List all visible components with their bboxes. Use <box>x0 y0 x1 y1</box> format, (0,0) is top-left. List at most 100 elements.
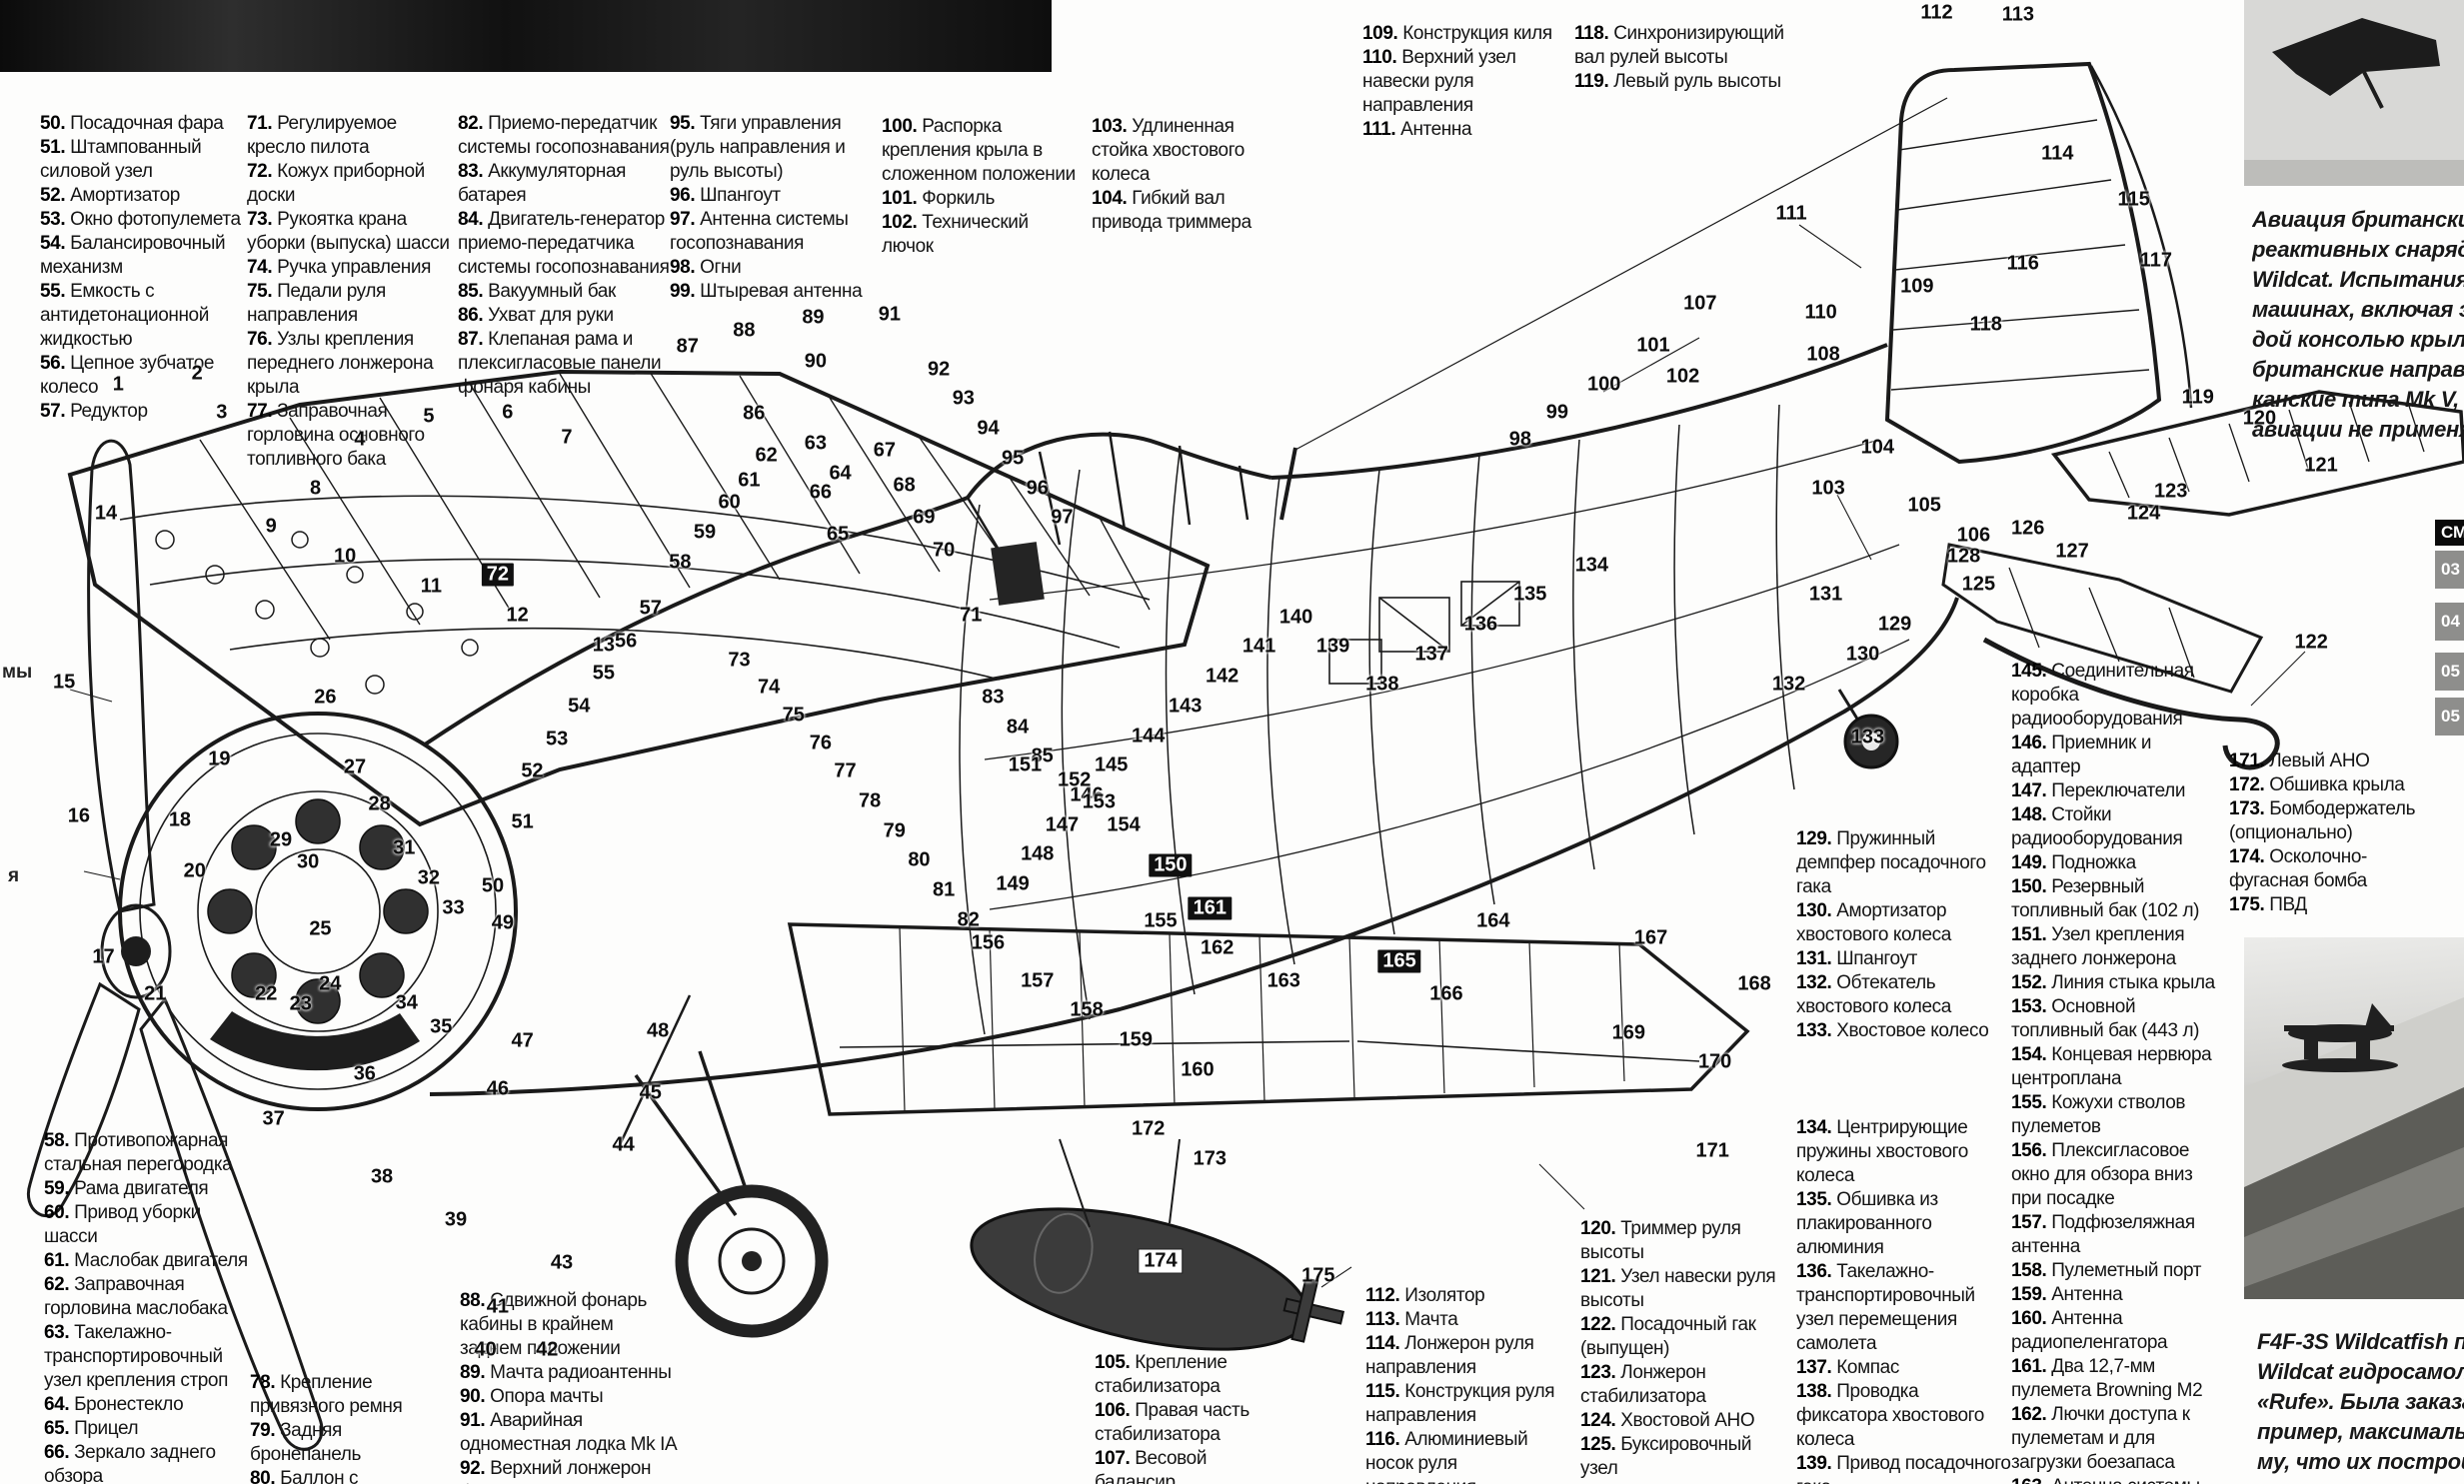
callout-101: 101 <box>1636 334 1670 357</box>
callout-93: 93 <box>952 387 975 410</box>
callout-112: 112 <box>1920 1 1953 24</box>
caption-right-top-line: дой консолью крыла. В <box>2252 327 2464 352</box>
part-item-135: 135. Обшивка из плакированного алюминия <box>1796 1189 1938 1258</box>
callout-18: 18 <box>168 808 192 831</box>
edge-fragment-0: мы <box>2 662 33 683</box>
callout-91: 91 <box>878 303 901 326</box>
parts-list-145-170: 145. Соединительная коробка радиооборудо… <box>2011 660 2216 1484</box>
see-also-tab[interactable]: СМ <box>2435 520 2464 546</box>
part-item-58: 58. Противопожарная стальная перегородка <box>44 1130 233 1175</box>
callout-8: 8 <box>309 477 322 500</box>
callout-138: 138 <box>1365 673 1399 696</box>
edge-fragment-1: я <box>8 865 20 886</box>
part-item-83: 83. Аккумуляторная батарея <box>458 161 626 206</box>
part-item-163: 163. Антенна системы госопознавания <box>2011 1475 2216 1484</box>
callout-26: 26 <box>314 686 337 709</box>
callout-155: 155 <box>1144 909 1178 932</box>
callout-5: 5 <box>423 405 435 428</box>
callout-141: 141 <box>1241 635 1276 658</box>
page-tab-05-3[interactable]: 05 <box>2435 698 2464 736</box>
callout-37: 37 <box>262 1107 285 1130</box>
callout-21: 21 <box>144 982 167 1005</box>
part-item-106: 106. Правая часть стабилизатора <box>1095 1400 1249 1445</box>
page-tab-05-2[interactable]: 05 <box>2435 653 2464 691</box>
part-item-82: 82. Приемо-передатчик системы госопознав… <box>458 113 670 158</box>
part-item-156: 156. Плексигласовое окно для обзора вниз… <box>2011 1140 2193 1209</box>
callout-149: 149 <box>996 872 1030 895</box>
part-item-155: 155. Кожухи стволов пулеметов <box>2011 1092 2186 1137</box>
part-item-74: 74. Ручка управления <box>247 257 431 278</box>
callout-41: 41 <box>486 1295 510 1318</box>
callout-106: 106 <box>1956 524 1991 547</box>
part-item-154: 154. Концевая нервюра центроплана <box>2011 1044 2212 1089</box>
part-item-114: 114. Лонжерон руля направления <box>1365 1333 1534 1378</box>
callout-95: 95 <box>1001 447 1025 470</box>
port-wing <box>787 922 1750 1116</box>
callout-117: 117 <box>2139 249 2173 272</box>
part-item-160: 160. Антенна радиопеленгатора <box>2011 1308 2168 1353</box>
part-item-50: 50. Посадочная фара <box>40 113 224 134</box>
callout-15: 15 <box>52 671 76 694</box>
callout-22: 22 <box>255 982 278 1005</box>
right-stabilizer <box>2050 390 2464 517</box>
callout-57: 57 <box>639 597 662 620</box>
callout-61: 61 <box>738 469 761 492</box>
part-item-85: 85. Вакуумный бак <box>458 281 616 302</box>
part-item-78: 78. Крепление привязного ремня <box>250 1372 403 1417</box>
callout-133: 133 <box>1850 726 1885 748</box>
part-item-101: 101. Форкиль <box>882 188 995 209</box>
callout-121: 121 <box>2304 454 2338 477</box>
part-item-91: 91. Аварийная одноместная лодка Mk IA <box>460 1410 678 1455</box>
callout-36: 36 <box>353 1062 376 1085</box>
part-item-173: 173. Бомбодержатель (опционально) <box>2229 798 2416 843</box>
callout-38: 38 <box>370 1165 394 1188</box>
callout-25: 25 <box>309 917 332 940</box>
callout-11: 11 <box>420 575 442 598</box>
callout-53: 53 <box>545 728 569 750</box>
caption-right-top-line: реактивных снарядов н <box>2252 237 2464 262</box>
callout-58: 58 <box>669 551 692 574</box>
callout-134: 134 <box>1574 554 1609 577</box>
callout-12: 12 <box>506 604 529 627</box>
callout-31: 31 <box>393 836 416 859</box>
callout-70: 70 <box>932 539 956 562</box>
callout-67: 67 <box>873 439 897 462</box>
callout-142: 142 <box>1205 665 1239 688</box>
top-right-photo <box>2244 0 2464 186</box>
caption-right-bottom-line: «Rufe». Была заказана п <box>2257 1389 2464 1414</box>
callout-14: 14 <box>94 502 118 525</box>
landing-gear <box>616 994 829 1338</box>
part-item-136: 136. Такелажно-транспортировочный узел п… <box>1796 1261 1975 1354</box>
part-item-151: 151. Узел крепления заднего лонжерона <box>2011 924 2185 969</box>
callout-102: 102 <box>1665 365 1700 388</box>
page-tab-04-1[interactable]: 04 <box>2435 603 2464 641</box>
callout-76: 76 <box>809 732 832 754</box>
callout-140: 140 <box>1278 606 1313 629</box>
part-item-96: 96. Шпангоут <box>670 185 781 206</box>
callout-60: 60 <box>718 491 741 514</box>
part-item-88: 88. Сдвижной фонарь кабины в крайнем зад… <box>460 1290 647 1359</box>
callout-148: 148 <box>1021 842 1055 865</box>
callout-163: 163 <box>1266 969 1300 992</box>
page-tab-03-0[interactable]: 03 <box>2435 551 2464 589</box>
callout-7: 7 <box>561 426 573 449</box>
callout-157: 157 <box>1021 969 1055 992</box>
callout-152: 152 <box>1058 768 1092 791</box>
part-item-159: 159. Антенна <box>2011 1284 2123 1305</box>
callout-113: 113 <box>2001 3 2034 26</box>
callout-45: 45 <box>639 1081 662 1104</box>
part-item-153: 153. Основной топливный бак (443 л) <box>2011 996 2200 1041</box>
callout-167: 167 <box>1633 926 1668 949</box>
part-item-76: 76. Узлы крепления переднего лонжерона к… <box>247 329 434 398</box>
part-item-112: 112. Изолятор <box>1365 1285 1485 1306</box>
callout-82: 82 <box>957 908 980 931</box>
caption-right-top-line: британские направляю <box>2252 357 2464 382</box>
tailhook <box>1982 637 2280 770</box>
part-item-97: 97. Антенна системы госопознавания <box>670 209 849 254</box>
parts-list-134-144: 134. Центрирующие пружины хвостового кол… <box>1796 1116 2011 1484</box>
